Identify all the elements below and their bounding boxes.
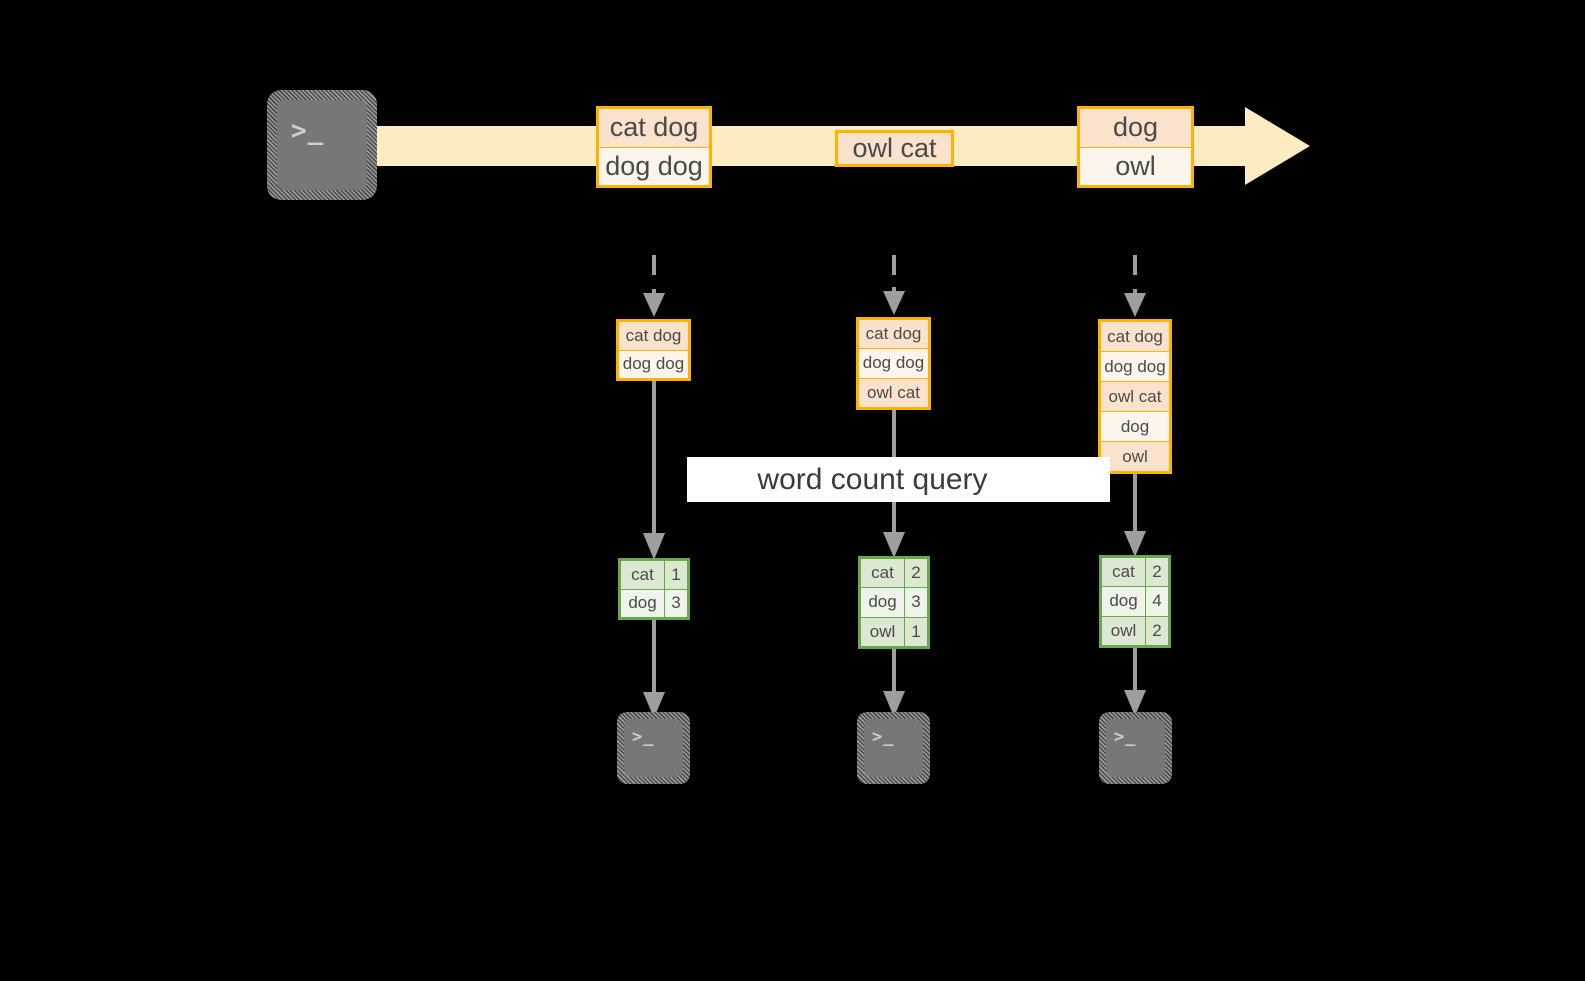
query-label: word count query [757, 462, 988, 496]
table-row: cat 2 [861, 559, 927, 589]
column-3-input-row: owl [1101, 442, 1169, 471]
stream-batch-1-row: dog dog [599, 147, 709, 185]
table-row: cat 2 [1102, 558, 1168, 588]
result-count: 2 [1152, 562, 1162, 582]
stream-batch-3[interactable]: dog owl [1077, 106, 1194, 188]
terminal-prompt-glyph: >_ [632, 727, 655, 747]
column-2-result-table[interactable]: cat 2 dog 3 owl 1 [858, 556, 930, 649]
terminal-prompt-glyph: >_ [1114, 727, 1137, 747]
query-label-band: word count query [687, 457, 1110, 502]
column-2-feed-connector [883, 255, 905, 315]
column-3-result-table[interactable]: cat 2 dog 4 owl 2 [1099, 555, 1171, 648]
column-2-input-row: dog dog [859, 349, 928, 379]
column-1-input-row: cat dog [619, 322, 688, 351]
terminal-prompt-glyph: >_ [872, 727, 895, 747]
column-3-input-row: dog [1101, 412, 1169, 442]
table-row: cat 1 [621, 561, 687, 590]
column-2-sink-terminal-icon: >_ [857, 712, 930, 784]
column-3-sink-terminal-icon: >_ [1099, 712, 1172, 784]
column-2-input-row: owl cat [859, 378, 928, 407]
column-2-input-table[interactable]: cat dog dog dog owl cat [856, 317, 931, 410]
stream-batch-3-row: owl [1080, 147, 1191, 185]
terminal-prompt-glyph: >_ [291, 116, 325, 146]
table-row: dog 4 [1102, 587, 1168, 617]
table-row: owl 2 [1102, 616, 1168, 645]
column-1-sink-terminal-icon: >_ [617, 712, 690, 784]
stream-batch-1-row: cat dog [599, 109, 709, 148]
column-1-input-table[interactable]: cat dog dog dog [616, 319, 691, 381]
stream-batch-2[interactable]: owl cat [835, 130, 954, 167]
column-3-input-table[interactable]: cat dog dog dog owl cat dog owl [1098, 319, 1172, 474]
result-word: cat [1102, 558, 1146, 587]
stream-batch-3-row: dog [1080, 109, 1191, 148]
column-3-feed-connector [1124, 255, 1146, 317]
stream-batch-1[interactable]: cat dog dog dog [596, 106, 712, 188]
column-1-query-connector [643, 381, 665, 560]
column-1-sink-connector [643, 620, 665, 718]
source-terminal-icon: >_ [267, 90, 377, 200]
result-count: 1 [911, 621, 921, 641]
result-count: 3 [671, 593, 681, 613]
column-3-sink-connector [1124, 648, 1146, 716]
result-count: 2 [911, 563, 921, 583]
result-count: 2 [1152, 620, 1162, 640]
result-word: dog [621, 589, 665, 617]
result-word: dog [1102, 587, 1146, 616]
stream-batch-2-row: owl cat [838, 133, 951, 164]
column-3-input-row: dog dog [1101, 352, 1169, 382]
column-3-input-row: owl cat [1101, 382, 1169, 412]
column-3-query-connector [1124, 474, 1146, 557]
table-row: dog 3 [621, 589, 687, 617]
column-1-feed-connector [643, 255, 665, 317]
result-count: 1 [671, 564, 681, 584]
result-word: owl [1102, 616, 1146, 645]
table-row: dog 3 [861, 588, 927, 618]
column-2-sink-connector [883, 649, 905, 717]
table-row: owl 1 [861, 617, 927, 646]
result-word: cat [861, 559, 905, 588]
column-1-input-row: dog dog [619, 350, 688, 378]
result-count: 3 [911, 592, 921, 612]
result-word: dog [861, 588, 905, 617]
result-word: owl [861, 617, 905, 646]
column-3-input-row: cat dog [1101, 322, 1169, 352]
column-1-result-table[interactable]: cat 1 dog 3 [618, 558, 690, 620]
result-word: cat [621, 561, 665, 589]
result-count: 4 [1152, 591, 1162, 611]
column-2-input-row: cat dog [859, 320, 928, 350]
